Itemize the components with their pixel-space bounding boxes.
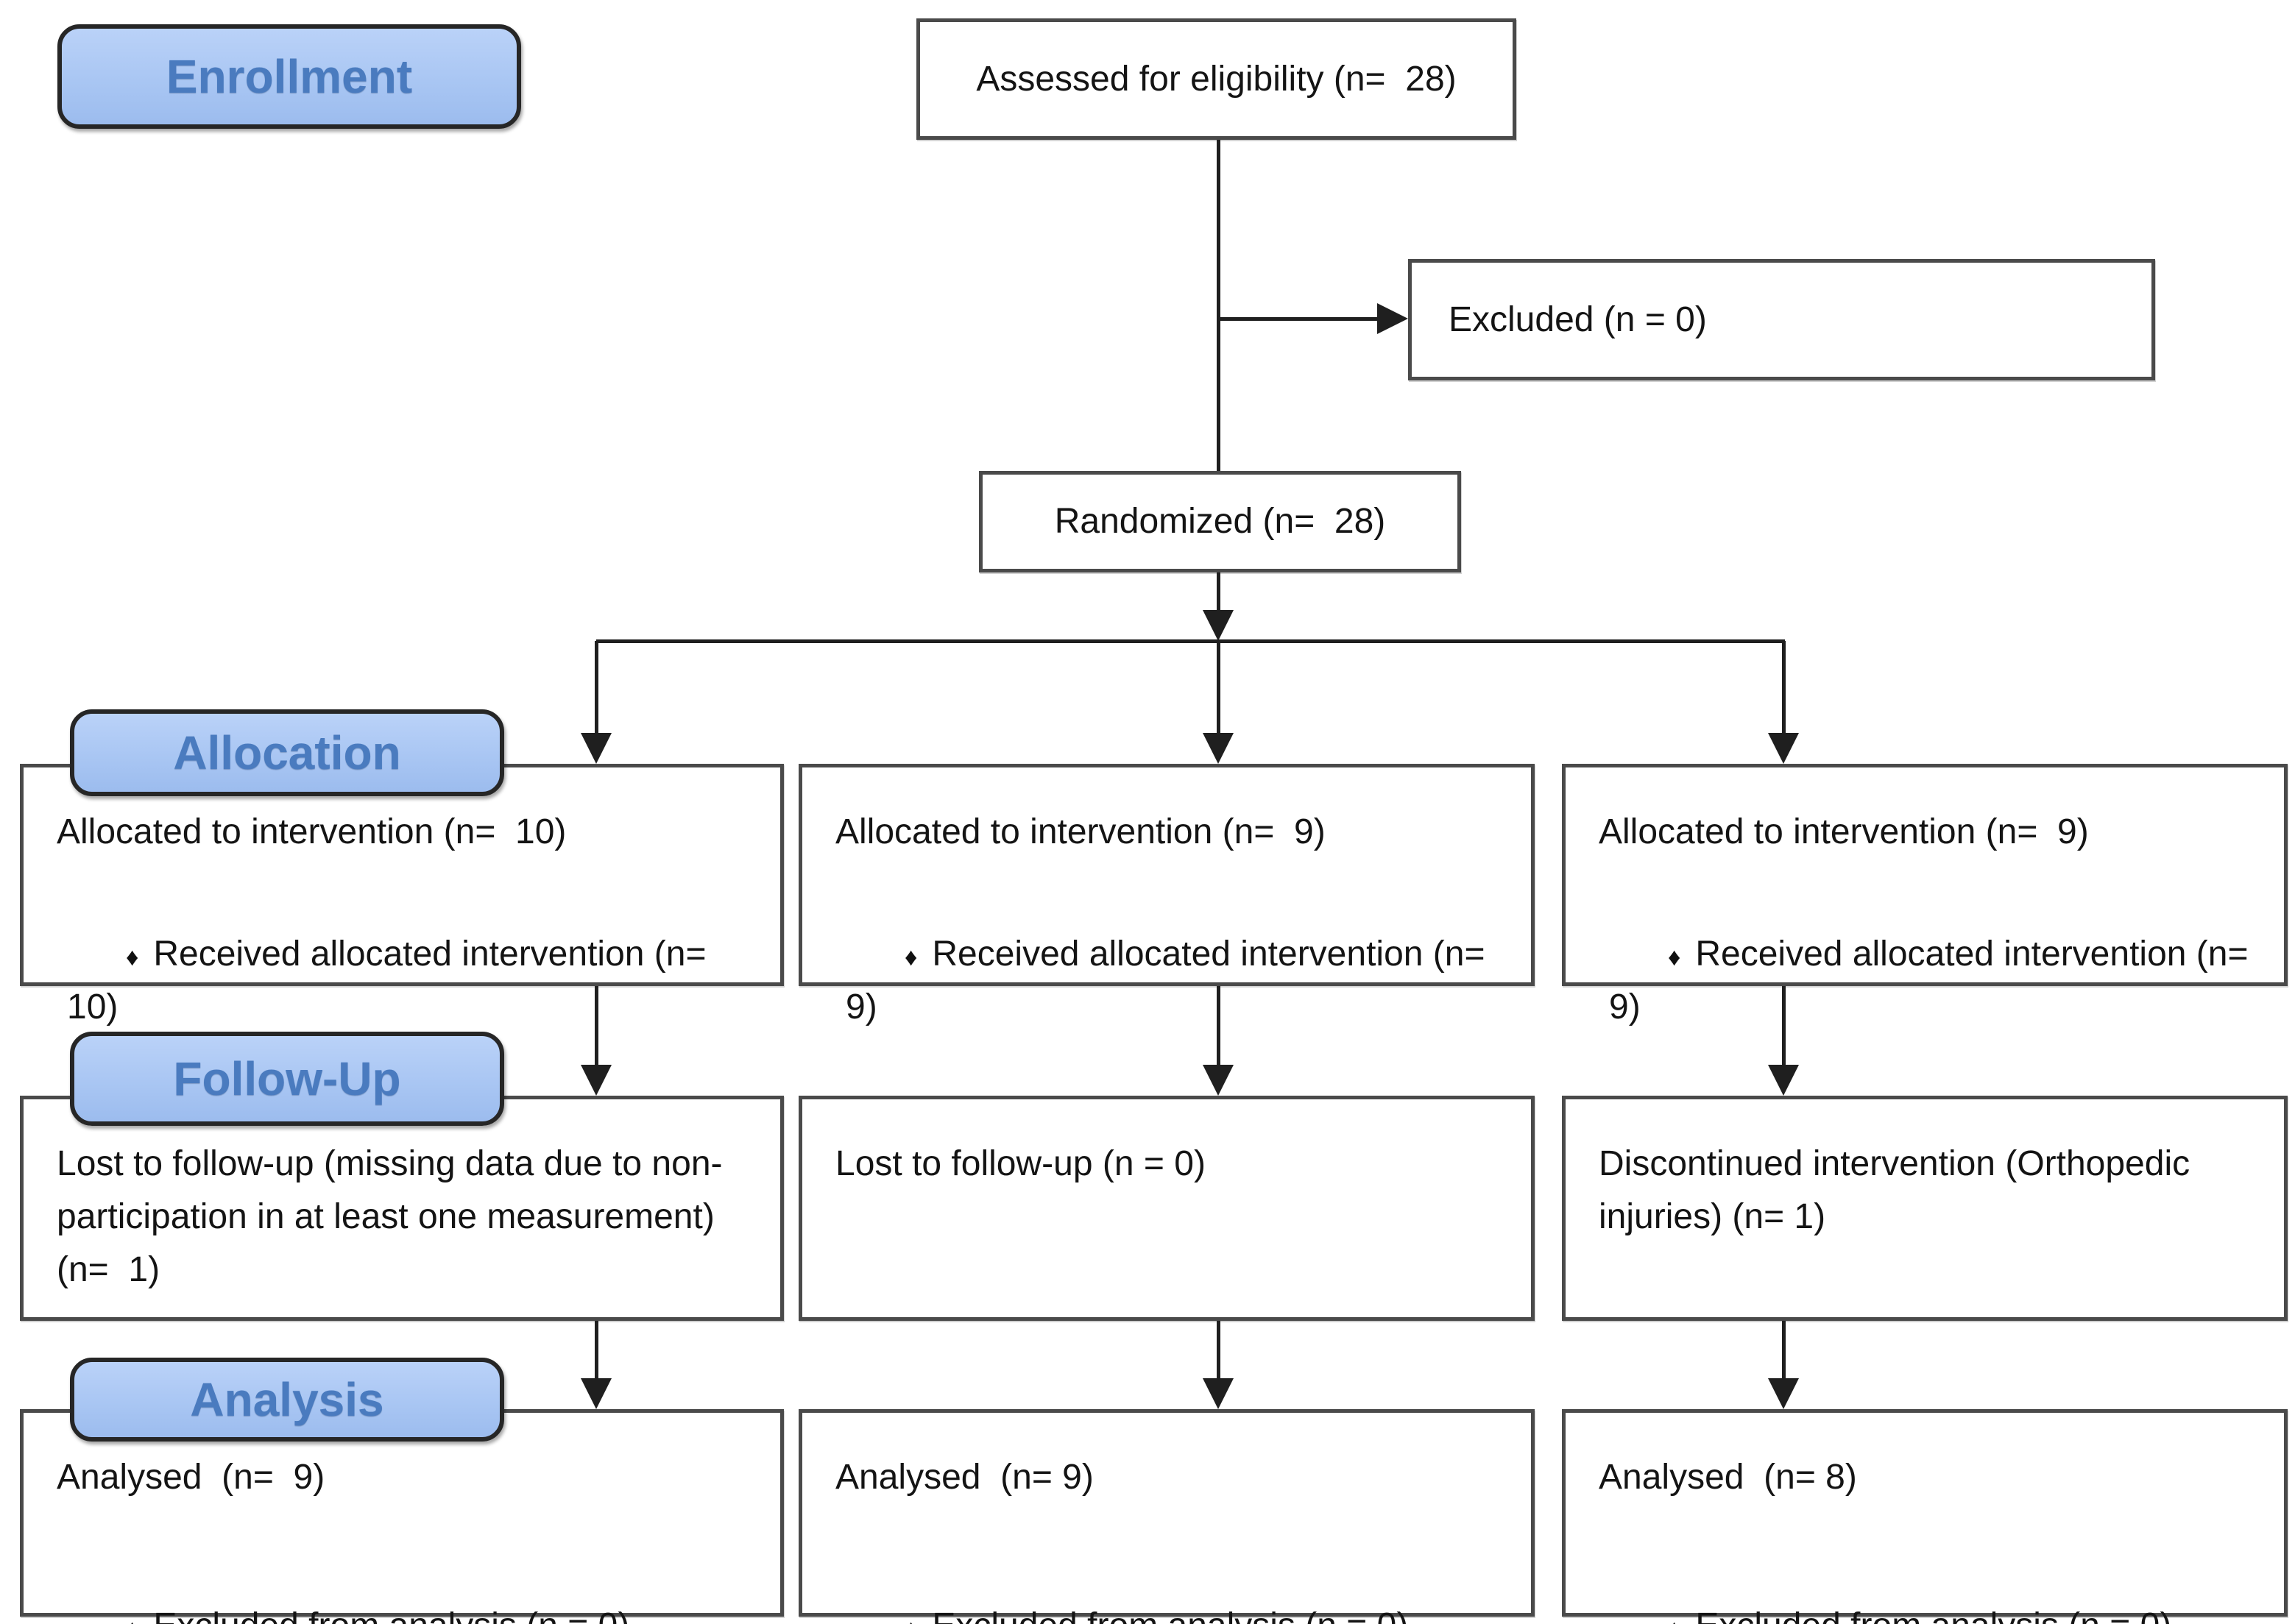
flow-line-allocation-to-followup-right (1782, 986, 1786, 1067)
arrowhead-allocation-right (1768, 733, 1799, 764)
analysis-middle-line: Analysed (n= 9) (835, 1458, 1094, 1497)
followup-box-middle: Lost to follow-up (n = 0) (799, 1096, 1535, 1321)
flow-line-randomized-to-branch (1217, 572, 1220, 613)
bullet-line: ♦Received allocated intervention (n= 9) (835, 875, 1502, 1087)
bullet-line: ♦ Excluded from analysis (n = 0) (835, 1547, 1502, 1624)
allocation-left-line: Allocated to intervention (n= 10) (57, 812, 567, 851)
branch-horizontal-line (596, 639, 1785, 643)
followup-right-text: Discontinued intervention (Orthopedic in… (1599, 1144, 2200, 1236)
flow-line-followup-to-analysis-middle (1217, 1321, 1220, 1380)
stage-label-analysis: Analysis (70, 1358, 504, 1442)
flow-line-assessed-to-randomized (1217, 140, 1220, 471)
diamond-bullet-icon: ♦ (905, 943, 918, 971)
diamond-bullet-icon: ♦ (126, 1615, 138, 1624)
bullet-line: ♦Received allocated intervention (n= 9) (1599, 875, 2255, 1087)
assessed-eligibility-box: Assessed for eligibility (n= 28) (916, 18, 1516, 140)
flow-line-branch-middle (1217, 643, 1220, 734)
excluded-box: Excluded (n = 0) (1408, 259, 2155, 380)
analysis-box-left: Analysed (n= 9) ♦ Excluded from analysis … (20, 1409, 784, 1624)
analysis-box-middle: Analysed (n= 9) ♦ Excluded from analysis … (799, 1409, 1535, 1624)
followup-box-left: Lost to follow-up (missing data due to n… (20, 1096, 784, 1321)
allocation-left-bullet-text: Received allocated intervention (n= 10) (67, 935, 726, 1026)
allocation-middle-bullet-text: Received allocated intervention (n= 9) (846, 935, 1495, 1026)
bullet-line: ♦ Excluded from analysis (n = 0) (57, 1547, 751, 1624)
followup-box-right: Discontinued intervention (Orthopedic in… (1562, 1096, 2288, 1321)
flow-line-branch-right (1782, 641, 1786, 734)
arrowhead-allocation-middle (1203, 733, 1234, 764)
arrowhead-excluded (1377, 303, 1408, 334)
flow-line-branch-left (595, 641, 598, 734)
allocation-right-line: Allocated to intervention (n= 9) (1599, 812, 2089, 851)
diamond-bullet-icon: ♦ (905, 1615, 917, 1624)
randomized-text: Randomized (n= 28) (1054, 502, 1386, 541)
arrowhead-branch-junction (1203, 610, 1234, 641)
arrowhead-allocation-left (581, 733, 612, 764)
randomized-box: Randomized (n= 28) (979, 471, 1461, 572)
bullet-line: ♦ Excluded from analysis (n = 0) (1599, 1547, 2255, 1624)
analysis-right-line: Analysed (n= 8) (1599, 1458, 1857, 1497)
allocation-right-bullet-text: Received allocated intervention (n= 9) (1609, 935, 2258, 1026)
flow-line-followup-to-analysis-left (595, 1321, 598, 1380)
followup-middle-text: Lost to follow-up (n = 0) (835, 1144, 1206, 1183)
stage-label-allocation: Allocation (70, 709, 504, 796)
arrowhead-analysis-left (581, 1378, 612, 1409)
stage-label-enrollment: Enrollment (57, 24, 521, 129)
arrowhead-followup-middle (1203, 1065, 1234, 1096)
analysis-right-bullet-text: Excluded from analysis (n = 0) (1695, 1606, 2171, 1624)
analysis-middle-bullet-text: Excluded from analysis (n = 0) (932, 1606, 1408, 1624)
bullet-line: ♦Received allocated intervention (n= 10) (57, 875, 751, 1087)
allocation-middle-line: Allocated to intervention (n= 9) (835, 812, 1326, 851)
analysis-left-line: Analysed (n= 9) (57, 1458, 325, 1497)
flow-line-allocation-to-followup-middle (1217, 986, 1220, 1067)
analysis-box-right: Analysed (n= 8) ♦ Excluded from analysis … (1562, 1409, 2288, 1624)
flow-line-allocation-to-followup-left (595, 986, 598, 1067)
followup-left-text: Lost to follow-up (missing data due to n… (57, 1144, 725, 1289)
arrowhead-followup-right (1768, 1065, 1799, 1096)
arrowhead-followup-left (581, 1065, 612, 1096)
diamond-bullet-icon: ♦ (1668, 1615, 1680, 1624)
flow-line-to-excluded (1217, 317, 1379, 321)
allocation-box-middle: Allocated to intervention (n= 9) ♦Receiv… (799, 764, 1535, 1026)
allocation-box-right: Allocated to intervention (n= 9) ♦Receiv… (1562, 764, 2288, 1026)
flow-line-followup-to-analysis-right (1782, 1321, 1786, 1380)
diamond-bullet-icon: ♦ (126, 943, 139, 971)
arrowhead-analysis-right (1768, 1378, 1799, 1409)
excluded-text: Excluded (n = 0) (1449, 299, 1707, 339)
assessed-eligibility-text: Assessed for eligibility (n= 28) (976, 59, 1457, 99)
stage-label-followup: Follow-Up (70, 1032, 504, 1126)
arrowhead-analysis-middle (1203, 1378, 1234, 1409)
allocation-box-left: Allocated to intervention (n= 10) ♦Recei… (20, 764, 784, 1026)
diamond-bullet-icon: ♦ (1668, 943, 1681, 971)
analysis-left-bullet-text: Excluded from analysis (n = 0) (153, 1606, 629, 1624)
